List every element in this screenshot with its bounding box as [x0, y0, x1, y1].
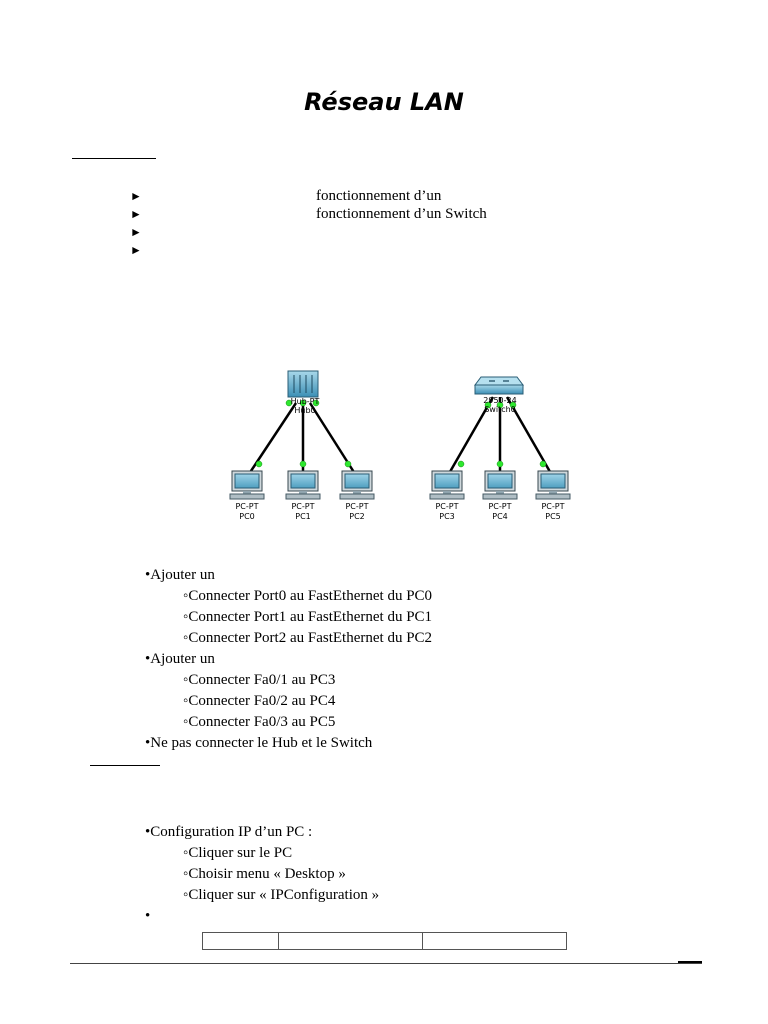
objective-item: fonctionnement d’un Switch [316, 206, 487, 222]
link-light-icon [255, 460, 263, 468]
arrow-bullet-icon: ► [130, 189, 142, 203]
arrow-bullet-icon: ► [130, 225, 142, 239]
link-light-icon [299, 460, 307, 468]
table-cell [202, 932, 279, 950]
footer-rule-accent [678, 961, 702, 963]
table-cell [277, 932, 423, 950]
hub-model-label: Hub-PT [291, 397, 320, 406]
pc-name-label: PC1 [295, 512, 311, 521]
hub-name-label: Hub0 [294, 406, 315, 415]
bullet: ◦ [183, 672, 189, 688]
link-light-icon [457, 460, 465, 468]
pc-icon [339, 470, 375, 500]
bullet: • [145, 651, 151, 667]
bullet: • [145, 735, 151, 751]
table-row [202, 932, 568, 950]
bullet: ◦ [183, 845, 189, 861]
ip-table [202, 932, 568, 950]
pc-icon [482, 470, 518, 500]
link-light-icon [484, 401, 492, 409]
bullet: ◦ [183, 693, 189, 709]
pc-type-label: PC-PT [291, 502, 314, 511]
section-heading-underline [72, 158, 156, 159]
step-subitem: ◦Connecter Port0 au FastEthernet du PC0 [183, 588, 433, 604]
link-light-icon [509, 401, 517, 409]
pc-name-label: PC2 [349, 512, 365, 521]
config-subitem: ◦Cliquer sur le PC [183, 845, 293, 861]
pc-name-label: PC5 [545, 512, 561, 521]
hub-icon [287, 370, 319, 398]
pc-icon [429, 470, 465, 500]
pc-type-label: PC-PT [345, 502, 368, 511]
page-title: Réseau LAN [304, 88, 464, 116]
link-light-icon [496, 460, 504, 468]
bullet: ◦ [183, 630, 189, 646]
config-subitem: ◦Cliquer sur « IPConfiguration » [183, 887, 380, 903]
arrow-bullet-icon: ► [130, 243, 142, 257]
bullet: ◦ [183, 609, 189, 625]
bullet: • [145, 908, 151, 924]
bullet: ◦ [183, 866, 189, 882]
step-subitem: ◦Connecter Fa0/1 au PC3 [183, 672, 336, 688]
objective-item: fonctionnement d’un [316, 188, 442, 204]
link-light-icon [285, 399, 293, 407]
switch-name-label: Switch0 [484, 405, 516, 414]
pc-name-label: PC0 [239, 512, 255, 521]
pc-type-label: PC-PT [235, 502, 258, 511]
pc-name-label: PC3 [439, 512, 455, 521]
bullet: • [145, 567, 151, 583]
switch-icon [474, 376, 524, 395]
pc-icon [285, 470, 321, 500]
step-subitem: ◦Connecter Port1 au FastEthernet du PC1 [183, 609, 433, 625]
cables [245, 396, 555, 478]
config-subitem: ◦Choisir menu « Desktop » [183, 866, 346, 882]
switch-model-label: 2950-24 [483, 396, 516, 405]
step-item: •Ajouter un [145, 651, 215, 667]
pc-icon [229, 470, 265, 500]
pc-name-label: PC4 [492, 512, 508, 521]
config-item: •Configuration IP d’un PC : [145, 824, 313, 840]
bullet: ◦ [183, 887, 189, 903]
bullet: ◦ [183, 714, 189, 730]
pc-type-label: PC-PT [541, 502, 564, 511]
step-subitem: ◦Connecter Fa0/2 au PC4 [183, 693, 336, 709]
step-item: •Ne pas connecter le Hub et le Switch [145, 735, 373, 751]
cable-hub-pc0 [245, 402, 298, 478]
arrow-bullet-icon: ► [130, 207, 142, 221]
link-light-icon [344, 460, 352, 468]
cable-switch-pc3 [445, 396, 495, 478]
link-light-icon [312, 399, 320, 407]
pc-icon [535, 470, 571, 500]
link-light-icon [299, 399, 307, 407]
bullet: ◦ [183, 588, 189, 604]
table-cell [421, 932, 568, 950]
link-light-icon [539, 460, 547, 468]
config-item: • [145, 907, 150, 925]
pc-type-label: PC-PT [435, 502, 458, 511]
step-subitem: ◦Connecter Port2 au FastEthernet du PC2 [183, 630, 433, 646]
footer-rule [70, 963, 702, 964]
topology-svg: Hub-PT Hub0 2950-24 Switch0 PC-PTPC0PC-P… [229, 370, 571, 521]
step-subitem: ◦Connecter Fa0/3 au PC5 [183, 714, 336, 730]
step-item: •Ajouter un [145, 567, 215, 583]
section-heading-underline [90, 765, 160, 766]
bullet: • [145, 824, 151, 840]
pc-type-label: PC-PT [488, 502, 511, 511]
link-light-icon [496, 401, 504, 409]
